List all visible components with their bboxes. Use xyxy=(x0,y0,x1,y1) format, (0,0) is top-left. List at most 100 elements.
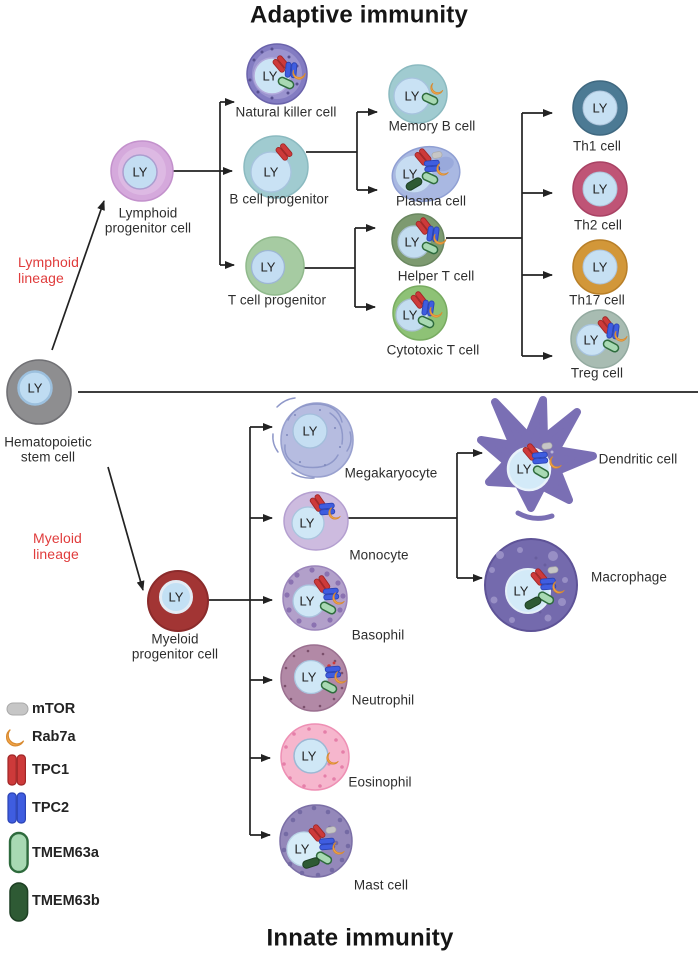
tpc1-legend-icon xyxy=(7,754,27,786)
mtor-icon xyxy=(547,565,559,575)
th1-label: Th1 cell xyxy=(572,138,622,154)
natural-killer-cell: LY xyxy=(246,43,308,105)
ly-label: LY xyxy=(303,424,318,439)
lymphoid-progenitor-line1: Lymphoid xyxy=(118,205,178,221)
dendritic-label: Dendritic cell xyxy=(598,451,678,467)
ly-label: LY xyxy=(403,167,418,182)
ly-label: LY xyxy=(28,381,43,396)
th2-label: Th2 cell xyxy=(573,217,623,233)
ly-label: LY xyxy=(295,842,310,857)
ly-label: LY xyxy=(263,69,278,84)
mtor-icon xyxy=(541,441,553,451)
tpc1-legend-label: TPC1 xyxy=(32,762,70,778)
t-progenitor-label: T cell progenitor xyxy=(227,292,327,308)
ly-label: LY xyxy=(593,260,608,275)
ly-label: LY xyxy=(133,165,148,180)
basophil-granules xyxy=(284,567,346,628)
tpc2-legend-icon xyxy=(7,792,27,824)
b-progenitor-label: B cell progenitor xyxy=(229,191,329,207)
rab7a-legend-icon xyxy=(3,728,27,750)
myeloid-lineage-line2: lineage xyxy=(33,546,79,562)
monocyte-cell: LY xyxy=(283,491,349,551)
eosinophil-label: Eosinophil xyxy=(348,774,412,790)
hsc-label: Hematopoietic stem cell xyxy=(4,435,92,466)
arrow-hsc-to-myeloid xyxy=(107,466,145,591)
ly-label: LY xyxy=(300,594,315,609)
macrophage-vesicles xyxy=(489,547,568,623)
plasma-cell: LY xyxy=(391,145,461,203)
megakaryocyte-label: Megakaryocyte xyxy=(344,465,438,481)
myeloid-lineage-label: Myeloid lineage xyxy=(33,530,82,563)
mast-label: Mast cell xyxy=(353,877,409,893)
myeloid-progenitor-label: Myeloid progenitor cell xyxy=(132,632,218,663)
mtor-legend-label: mTOR xyxy=(32,701,76,717)
mtor-legend-icon xyxy=(6,702,29,716)
arrow-hsc-to-lymphoid xyxy=(51,200,105,351)
monocyte-label: Monocyte xyxy=(349,547,409,563)
cytotoxic-t-label: Cytotoxic T cell xyxy=(386,342,480,358)
helper-t-label: Helper T cell xyxy=(397,268,475,284)
ly-label: LY xyxy=(169,590,184,605)
neutrophil-cell: LY xyxy=(280,644,349,712)
basophil-label: Basophil xyxy=(351,627,405,643)
ly-label: LY xyxy=(514,584,529,599)
tmem63a-legend-label: TMEM63a xyxy=(32,845,99,861)
ly-label: LY xyxy=(403,308,418,323)
cytotoxic-t-cell: LY xyxy=(392,285,448,341)
adaptive-immunity-title: Adaptive immunity xyxy=(249,1,469,29)
eosinophil-cell: LY xyxy=(280,723,350,791)
myeloid-lineage-line1: Myeloid xyxy=(33,530,82,547)
myeloid-progenitor-line2: progenitor cell xyxy=(131,647,219,662)
hsc-label-line2: stem cell xyxy=(20,450,76,465)
natural-killer-label: Natural killer cell xyxy=(235,104,337,120)
memory-b-cell: LY xyxy=(388,64,448,124)
tmem63b-legend-icon xyxy=(9,882,29,922)
tpc2-icon xyxy=(318,502,336,516)
ly-label: LY xyxy=(405,89,420,104)
neutrophil-granules xyxy=(283,649,344,709)
hsc-label-line1: Hematopoietic xyxy=(4,434,92,450)
lymphoid-progenitor-cell: LY xyxy=(110,140,174,202)
ly-label: LY xyxy=(300,516,315,531)
tpc2-icon xyxy=(322,587,340,601)
ly-label: LY xyxy=(261,260,276,275)
lymphoid-progenitor-line2: progenitor cell xyxy=(104,221,192,236)
tmem63b-legend-label: TMEM63b xyxy=(32,893,100,909)
connector-lines xyxy=(51,98,698,839)
ly-label: LY xyxy=(517,462,532,477)
lymphoid-lineage-label: Lymphoid lineage xyxy=(18,254,79,287)
megakaryocyte-cell: LY xyxy=(272,397,354,479)
neutrophil-label: Neutrophil xyxy=(351,692,415,708)
tpc2-icon xyxy=(606,322,620,340)
lymphoid-lineage-line2: lineage xyxy=(18,270,64,286)
macrophage-label: Macrophage xyxy=(590,569,668,585)
b-cell-progenitor: LY xyxy=(243,135,309,199)
ly-label: LY xyxy=(593,182,608,197)
memory-b-label: Memory B cell xyxy=(388,118,476,134)
vesicle-dot xyxy=(550,450,554,454)
ly-label: LY xyxy=(593,101,608,116)
megakaryocyte-swirls xyxy=(272,397,352,479)
th17-label: Th17 cell xyxy=(569,292,625,308)
legend xyxy=(3,702,29,922)
treg-label: Treg cell xyxy=(570,365,624,381)
tpc2-icon xyxy=(324,665,342,679)
ly-label: LY xyxy=(302,749,317,764)
ly-label: LY xyxy=(264,165,279,180)
basophil-cell: LY xyxy=(282,565,348,631)
tpc2-icon xyxy=(426,225,440,243)
megakaryocyte-dots xyxy=(286,409,341,466)
treg-cell: LY xyxy=(570,309,630,369)
plasma-label: Plasma cell xyxy=(395,193,467,209)
t-cell-progenitor: LY xyxy=(245,236,305,296)
red-granule-dot xyxy=(332,661,336,665)
th2-cell: LY xyxy=(572,161,628,217)
mast-cell: LY xyxy=(279,804,353,878)
tpc2-legend-label: TPC2 xyxy=(32,800,70,816)
ly-label: LY xyxy=(405,235,420,250)
myeloid-progenitor-cell: LY xyxy=(147,570,209,632)
lymphoid-progenitor-label: Lymphoid progenitor cell xyxy=(105,206,191,237)
rab7a-legend-label: Rab7a xyxy=(32,729,76,745)
